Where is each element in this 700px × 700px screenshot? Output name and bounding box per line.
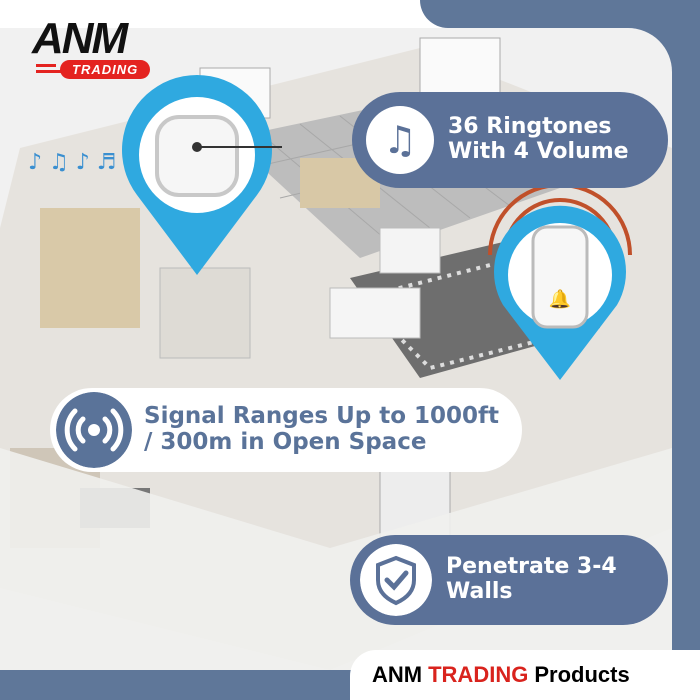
anm-trading-logo: ANM TRADING — [22, 14, 162, 84]
footer-trading: TRADING — [428, 662, 529, 687]
map-pin-indoor-unit — [122, 75, 282, 275]
logo-streak — [36, 64, 56, 67]
feature-text: 36 Ringtones With 4 Volume — [448, 115, 629, 164]
feature-line: Penetrate 3-4 — [446, 554, 617, 580]
logo-streak — [36, 70, 62, 73]
feature-line: 36 Ringtones — [448, 114, 612, 140]
map-pin-doorbell-button: 🔔 — [488, 183, 632, 380]
feature-text: Signal Ranges Up to 1000ft / 300m in Ope… — [144, 403, 500, 456]
footer-anm: ANM — [372, 662, 423, 687]
feature-text: Penetrate 3-4 Walls — [446, 555, 617, 604]
footer-brand-label: ANM TRADING Products — [350, 650, 700, 700]
music-notes-decoration: ♪ ♫ ♪ ♬ — [28, 150, 117, 175]
shield-check-icon — [360, 544, 432, 616]
wireless-signal-icon — [56, 392, 132, 468]
feature-wall-penetration: Penetrate 3-4 Walls — [350, 535, 668, 625]
feature-ringtones: ♫ 36 Ringtones With 4 Volume — [352, 92, 668, 188]
feature-line: Signal Ranges Up to 1000ft — [144, 403, 500, 430]
feature-signal-range: Signal Ranges Up to 1000ft / 300m in Ope… — [50, 388, 522, 472]
footer-products: Products — [534, 662, 630, 687]
svg-text:🔔: 🔔 — [549, 289, 571, 310]
feature-line: / 300m in Open Space — [144, 429, 427, 455]
feature-line: With 4 Volume — [448, 139, 629, 164]
feature-line: Walls — [446, 579, 513, 604]
music-note-icon: ♫ — [366, 106, 434, 174]
corner-accent — [420, 0, 700, 28]
